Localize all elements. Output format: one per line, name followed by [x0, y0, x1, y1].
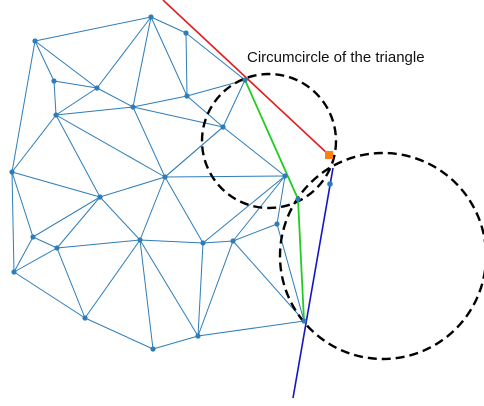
mesh-edge: [164, 175, 286, 178]
mesh-node: [150, 346, 156, 352]
mesh-edge: [132, 16, 152, 108]
mesh-node: [9, 169, 15, 175]
circumcircle: [200, 72, 338, 210]
mesh-node: [148, 14, 154, 20]
mesh-edge: [150, 16, 188, 97]
mesh-edge: [99, 176, 166, 198]
mesh-edge: [276, 175, 286, 225]
mesh-edge: [222, 126, 286, 177]
mesh-node: [301, 318, 307, 324]
mesh-edge: [185, 32, 188, 97]
mesh-edge: [55, 114, 101, 198]
mesh-edge: [11, 114, 57, 173]
mesh-node: [51, 78, 57, 84]
mesh-node: [184, 93, 190, 99]
mesh-edge: [13, 247, 58, 273]
mesh-edge: [53, 80, 98, 89]
circumcircle-label: Circumcircle of the triangle: [247, 49, 425, 66]
mesh-node: [97, 194, 103, 200]
mesh-node: [183, 30, 189, 36]
mesh-edge: [56, 196, 101, 249]
mesh-edge: [99, 196, 141, 241]
mesh-edge: [232, 175, 286, 242]
mesh-edge: [197, 242, 204, 337]
mesh-edge: [96, 16, 152, 89]
mesh-node: [274, 221, 280, 227]
mesh-edge: [96, 87, 134, 108]
mesh-edge: [139, 239, 204, 244]
mesh-edge: [222, 79, 246, 128]
mesh-edge: [11, 171, 34, 238]
blue-line: [292, 167, 334, 399]
mesh-edge: [185, 32, 246, 81]
mesh-edge: [55, 114, 166, 178]
mesh-edge: [132, 95, 188, 108]
mesh-node: [54, 245, 60, 251]
circumcircle: [278, 151, 484, 361]
mesh-node: [130, 104, 136, 110]
mesh-edge: [11, 171, 15, 273]
mesh-edge: [84, 317, 154, 350]
mesh-edge: [202, 240, 234, 244]
mesh-node: [11, 269, 17, 275]
mesh-edge: [186, 95, 224, 128]
red-line: [162, 0, 330, 156]
mesh-node: [327, 181, 333, 187]
mesh-edge: [56, 239, 141, 249]
mesh-node: [162, 174, 168, 180]
mesh-nodes: [9, 14, 307, 352]
mesh-edge: [197, 240, 234, 337]
mesh-edge: [202, 175, 286, 244]
mesh-edge: [55, 106, 134, 116]
mesh-node: [295, 196, 301, 202]
mesh-edge: [164, 126, 224, 178]
circumcircles: [200, 72, 484, 361]
mesh-edge: [139, 176, 166, 241]
mesh-edge: [34, 40, 55, 82]
mesh-node: [53, 112, 59, 118]
mesh-node: [195, 333, 201, 339]
mesh-edge: [11, 40, 36, 173]
mesh-edge: [132, 106, 166, 178]
mesh-node: [230, 238, 236, 244]
mesh-node: [30, 234, 36, 240]
mesh-edge: [139, 239, 154, 350]
mesh-edge: [53, 80, 57, 116]
mesh-edge: [152, 335, 199, 350]
mesh-node: [200, 240, 206, 246]
mesh-node: [282, 173, 288, 179]
mesh-edge: [32, 196, 101, 238]
mesh-node: [82, 315, 88, 321]
mesh-node: [32, 38, 38, 44]
mesh-edge: [84, 239, 141, 319]
mesh-edge: [232, 223, 278, 242]
mesh-edge: [164, 176, 204, 244]
mesh-edge: [34, 16, 152, 42]
mesh-edge: [132, 106, 224, 128]
mesh-edge: [197, 320, 305, 337]
mesh-edge: [11, 171, 101, 198]
mesh-edge: [232, 240, 305, 322]
mesh-node: [137, 237, 143, 243]
mesh-node: [220, 124, 226, 130]
mesh-edge: [13, 236, 34, 273]
mesh-node: [94, 85, 100, 91]
new-point-marker: [325, 151, 333, 159]
mesh-edge: [55, 87, 98, 116]
extra-points: [325, 151, 333, 187]
mesh-edges: [11, 16, 305, 350]
mesh-edge: [139, 239, 199, 337]
mesh-edge: [150, 16, 187, 34]
mesh-edge: [34, 40, 98, 89]
mesh-edge: [13, 271, 86, 319]
mesh-node: [242, 77, 248, 83]
mesh-edge: [56, 247, 86, 319]
mesh-edge: [32, 236, 58, 249]
